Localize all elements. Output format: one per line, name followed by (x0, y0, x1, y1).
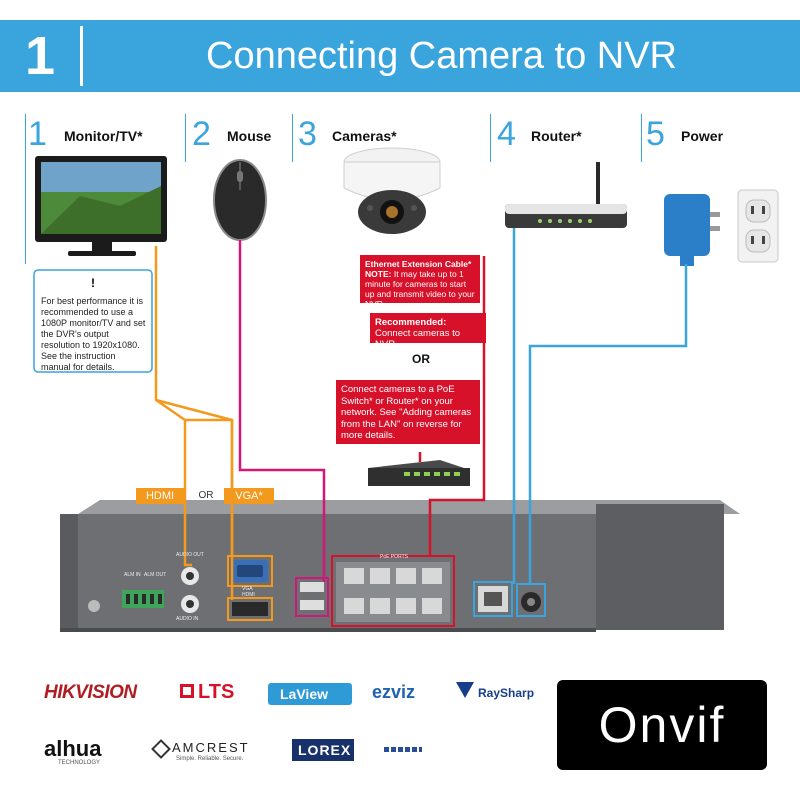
hdmi-port (232, 602, 268, 616)
dahua-subtitle: TECHNOLOGY (58, 760, 101, 766)
alarm-out-label: ALM OUT (144, 572, 167, 578)
step-3-guide-line (292, 114, 293, 162)
ethernet-note-text: It may take up to 1 minute for cameras t… (365, 269, 475, 309)
poe-switch-note-box: Connect cameras to a PoE Switch* or Rout… (336, 380, 480, 444)
video-or-label: OR (198, 490, 214, 501)
lts-icon (180, 684, 194, 698)
raysharp-icon (456, 682, 474, 698)
step-1-number: 1 (28, 115, 47, 153)
audio-out-label: AUDIO OUT (176, 552, 204, 558)
vga-port-label: VGA (242, 586, 253, 592)
audio-in-label: AUDIO IN (176, 616, 199, 622)
step-4-label: Router* (531, 128, 582, 144)
monitor-icon (35, 156, 167, 256)
step-3-label: Cameras* (332, 128, 397, 144)
vga-label: VGA* (235, 490, 263, 502)
hikvision-logo: HIKVISION (44, 682, 137, 703)
dahua-logo: alhua (44, 736, 102, 761)
recommended-label: Recommended: (375, 317, 447, 328)
usb-port-1 (300, 582, 324, 592)
lts-logo: LTS (198, 681, 235, 703)
router-icon (505, 162, 627, 228)
ethernet-box-title: Ethernet Extension Cable* (365, 259, 472, 269)
ethernet-note-box: Ethernet Extension Cable* NOTE: It may t… (360, 255, 480, 309)
step-2-guide-line (185, 114, 186, 162)
ezviz-logo: ezviz (372, 682, 416, 702)
step-5-label: Power (681, 128, 724, 144)
step-5-number: 5 (646, 115, 665, 153)
laview-logo-box (268, 683, 352, 705)
recommended-text: Connect cameras to NVR (375, 328, 461, 350)
ethernet-note-label: NOTE: (365, 269, 392, 279)
step-2-label: Mouse (227, 128, 272, 144)
amcrest-tagline: Simple. Reliable. Secure. (176, 756, 244, 762)
raysharp-logo: RaySharp (478, 686, 535, 700)
banner-step-number: 1 (24, 26, 56, 86)
amcrest-logo: AMCREST (172, 740, 250, 755)
banner-divider (80, 26, 83, 86)
recommended-box: Recommended: Connect cameras to NVR (370, 313, 486, 350)
power-adapter-icon (664, 194, 720, 266)
laview-logo: LaView (280, 686, 328, 702)
onvif-logo: Onvif (598, 697, 726, 753)
poe-switch-icon (368, 460, 470, 486)
mouse-cable (238, 240, 326, 582)
hdmi-port-label: HDMI (242, 592, 255, 598)
mouse-icon (213, 159, 267, 241)
dome-camera-icon (343, 147, 441, 234)
camera-cable (418, 256, 486, 556)
usb-port-2 (300, 600, 324, 610)
lorex-logo: LOREX (298, 742, 352, 758)
or-divider-text: OR (412, 352, 430, 366)
monitor-note-text: For best performance it is recommended t… (41, 296, 146, 372)
nvr-device (60, 500, 740, 632)
onvif-logo-box (557, 680, 767, 770)
generic-brand-logo (384, 747, 422, 752)
step-3-number: 3 (298, 115, 317, 153)
step-1-guide-line (25, 114, 26, 264)
banner-title: Connecting Camera to NVR (206, 35, 677, 77)
poe-ports-label: PoE PORTS (380, 554, 408, 560)
title-banner (0, 20, 800, 92)
alarm-in-label: ALM IN (124, 572, 141, 578)
hdmi-label: HDMI (145, 490, 175, 502)
note-icon: ! (91, 276, 95, 290)
step-2-number: 2 (192, 115, 211, 153)
video-cable (154, 246, 234, 600)
lorex-logo-box (292, 739, 354, 761)
step-1-label: Monitor/TV* (64, 128, 143, 144)
wall-outlet-icon (737, 189, 779, 263)
monitor-note-box (33, 269, 153, 373)
step-5-guide-line (641, 114, 642, 162)
step-4-guide-line (490, 114, 491, 162)
network-power-cable (512, 228, 688, 584)
step-4-number: 4 (497, 115, 516, 153)
